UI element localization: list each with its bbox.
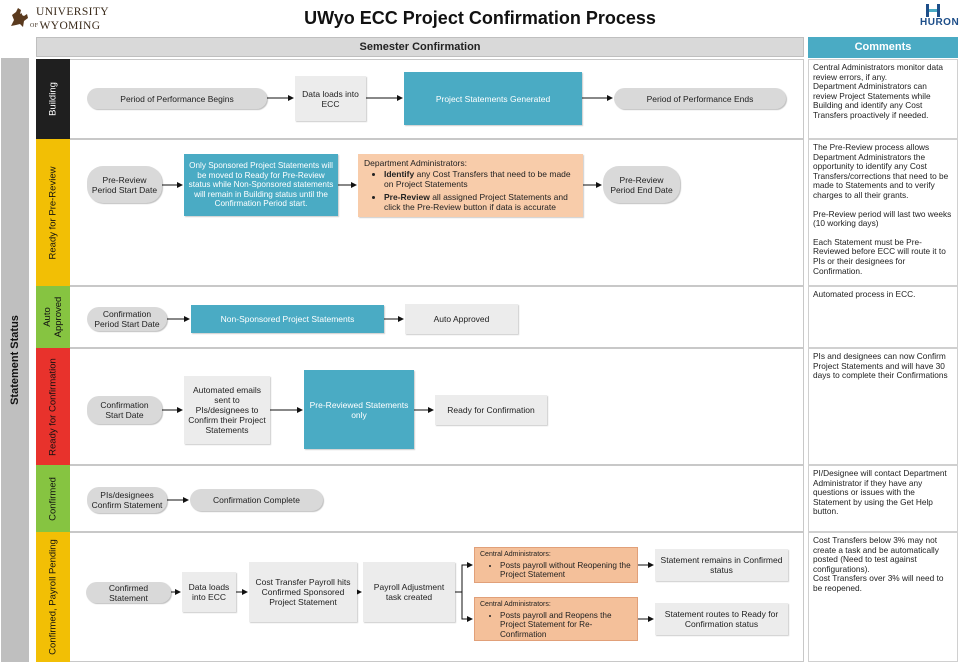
node-posts-payroll-and-reopens: Central Administrators: Posts payroll an… <box>474 597 638 641</box>
comment-payroll-pending: Cost Transfers below 3% may not create a… <box>808 532 958 662</box>
logo-text-wyoming: OFWYOMING <box>30 20 100 32</box>
node-non-sponsored-statements: Non-Sponsored Project Statements <box>191 305 384 333</box>
lane-label-building: Building <box>36 59 70 139</box>
comment-text: Central Administrators monitor data revi… <box>813 62 944 82</box>
dept-admin-bullet-pre-review: Pre-Review all assigned Project Statemen… <box>384 192 577 212</box>
university-of-wyoming-logo: UNIVERSITY OFWYOMING <box>6 4 109 38</box>
arrow <box>461 592 473 622</box>
arrow <box>455 562 473 593</box>
node-project-statements-generated: Project Statements Generated <box>404 72 582 125</box>
comment-text: Department Administrators can review Pro… <box>813 81 931 120</box>
huron-mark-icon <box>926 4 940 17</box>
node-pre-review-period-end: Pre-Review Period End Date <box>603 166 680 203</box>
logo-text-of: OF <box>30 23 39 29</box>
lane-label-payroll-pending: Confirmed, Payroll Pending <box>36 532 70 662</box>
node-pre-reviewed-statements-only: Pre-Reviewed Statements only <box>304 370 414 449</box>
node-payroll-adjustment-task: Payroll Adjustment task created <box>363 562 455 622</box>
option-text: Posts payroll without Reopening the Proj… <box>500 561 632 580</box>
node-confirmation-complete: Confirmation Complete <box>190 489 323 511</box>
comment-text: Cost Transfers over 3% will need to be r… <box>813 573 944 593</box>
dept-admin-bullet-identify: Identify any Cost Transfers that need to… <box>384 169 577 189</box>
lane-label-ready-for-confirmation: Ready for Confirmation <box>36 348 70 465</box>
statement-status-bar: Statement Status <box>1 58 29 662</box>
comment-text: Each Statement must be Pre-Reviewed befo… <box>813 236 946 276</box>
lane-label-pre-review: Ready for Pre-Review <box>36 139 70 286</box>
node-cost-transfer-payroll-hits: Cost Transfer Payroll hits Confirmed Spo… <box>249 562 357 622</box>
bucking-horse-icon <box>11 8 28 27</box>
comment-pre-review: The Pre-Review process allows Department… <box>808 139 958 286</box>
node-confirmed-statement: Confirmed Statement <box>86 582 171 603</box>
comment-building: Central Administrators monitor data revi… <box>808 59 958 139</box>
lane-label-auto-approved: Auto Approved <box>36 286 70 348</box>
node-confirmation-start-date: Confirmation Start Date <box>87 396 162 424</box>
option-text: Posts payroll and Reopens the Project St… <box>500 611 632 640</box>
node-statement-remains-confirmed: Statement remains in Confirmed status <box>655 549 788 581</box>
comment-auto-approved: Automated process in ECC. <box>808 286 958 348</box>
central-admin-title: Central Administrators: <box>480 551 551 558</box>
node-sponsored-statements-note: Only Sponsored Project Statements will b… <box>184 154 338 216</box>
node-automated-emails: Automated emails sent to PIs/designees t… <box>184 376 270 444</box>
comment-text: Automated process in ECC. <box>813 289 916 299</box>
huron-wordmark: HURON <box>920 17 960 28</box>
lane-label-confirmed: Confirmed <box>36 465 70 532</box>
node-auto-approved: Auto Approved <box>405 304 518 334</box>
node-department-administrators-tasks: Department Administrators: Identify any … <box>358 154 583 217</box>
logo-text-university: UNIVERSITY <box>36 6 109 18</box>
node-data-loads-into-ecc: Data loads into ECC <box>295 76 366 121</box>
node-pre-review-period-start: Pre-Review Period Start Date <box>87 166 162 203</box>
node-confirmation-period-start: Confirmation Period Start Date <box>87 307 167 331</box>
node-ready-for-confirmation: Ready for Confirmation <box>435 395 547 425</box>
node-period-of-performance-ends: Period of Performance Ends <box>614 88 786 109</box>
comment-text: Cost Transfers below 3% may not create a… <box>813 535 939 574</box>
comments-header: Comments <box>808 37 958 58</box>
huron-logo: HURON <box>912 4 960 30</box>
central-admin-title: Central Administrators: <box>480 601 551 608</box>
comment-text: PI/Designee will contact Department Admi… <box>813 468 947 517</box>
comment-text: The Pre-Review process allows Department… <box>813 142 949 200</box>
logo-text-wyoming-word: WYOMING <box>39 20 101 32</box>
dept-admin-title: Department Administrators: <box>364 158 467 168</box>
page-title: UWyo ECC Project Confirmation Process <box>304 8 656 28</box>
node-posts-payroll-without-reopening: Central Administrators: Posts payroll wi… <box>474 547 638 583</box>
node-statement-routes-to-ready: Statement routes to Ready for Confirmati… <box>655 603 788 635</box>
comment-text: Pre-Review period will last two weeks (1… <box>813 208 952 229</box>
semester-confirmation-header: Semester Confirmation <box>36 37 804 57</box>
node-period-of-performance-begins: Period of Performance Begins <box>87 88 267 109</box>
node-pis-confirm-statement: PIs/designees Confirm Statement <box>87 487 167 513</box>
lane-ready-for-confirmation <box>36 348 804 465</box>
node-data-loads-into-ecc-payroll: Data loads into ECC <box>182 572 236 612</box>
comment-ready-for-confirmation: PIs and designees can now Confirm Projec… <box>808 348 958 465</box>
comment-text: PIs and designees can now Confirm Projec… <box>813 351 948 381</box>
comment-confirmed: PI/Designee will contact Department Admi… <box>808 465 958 532</box>
